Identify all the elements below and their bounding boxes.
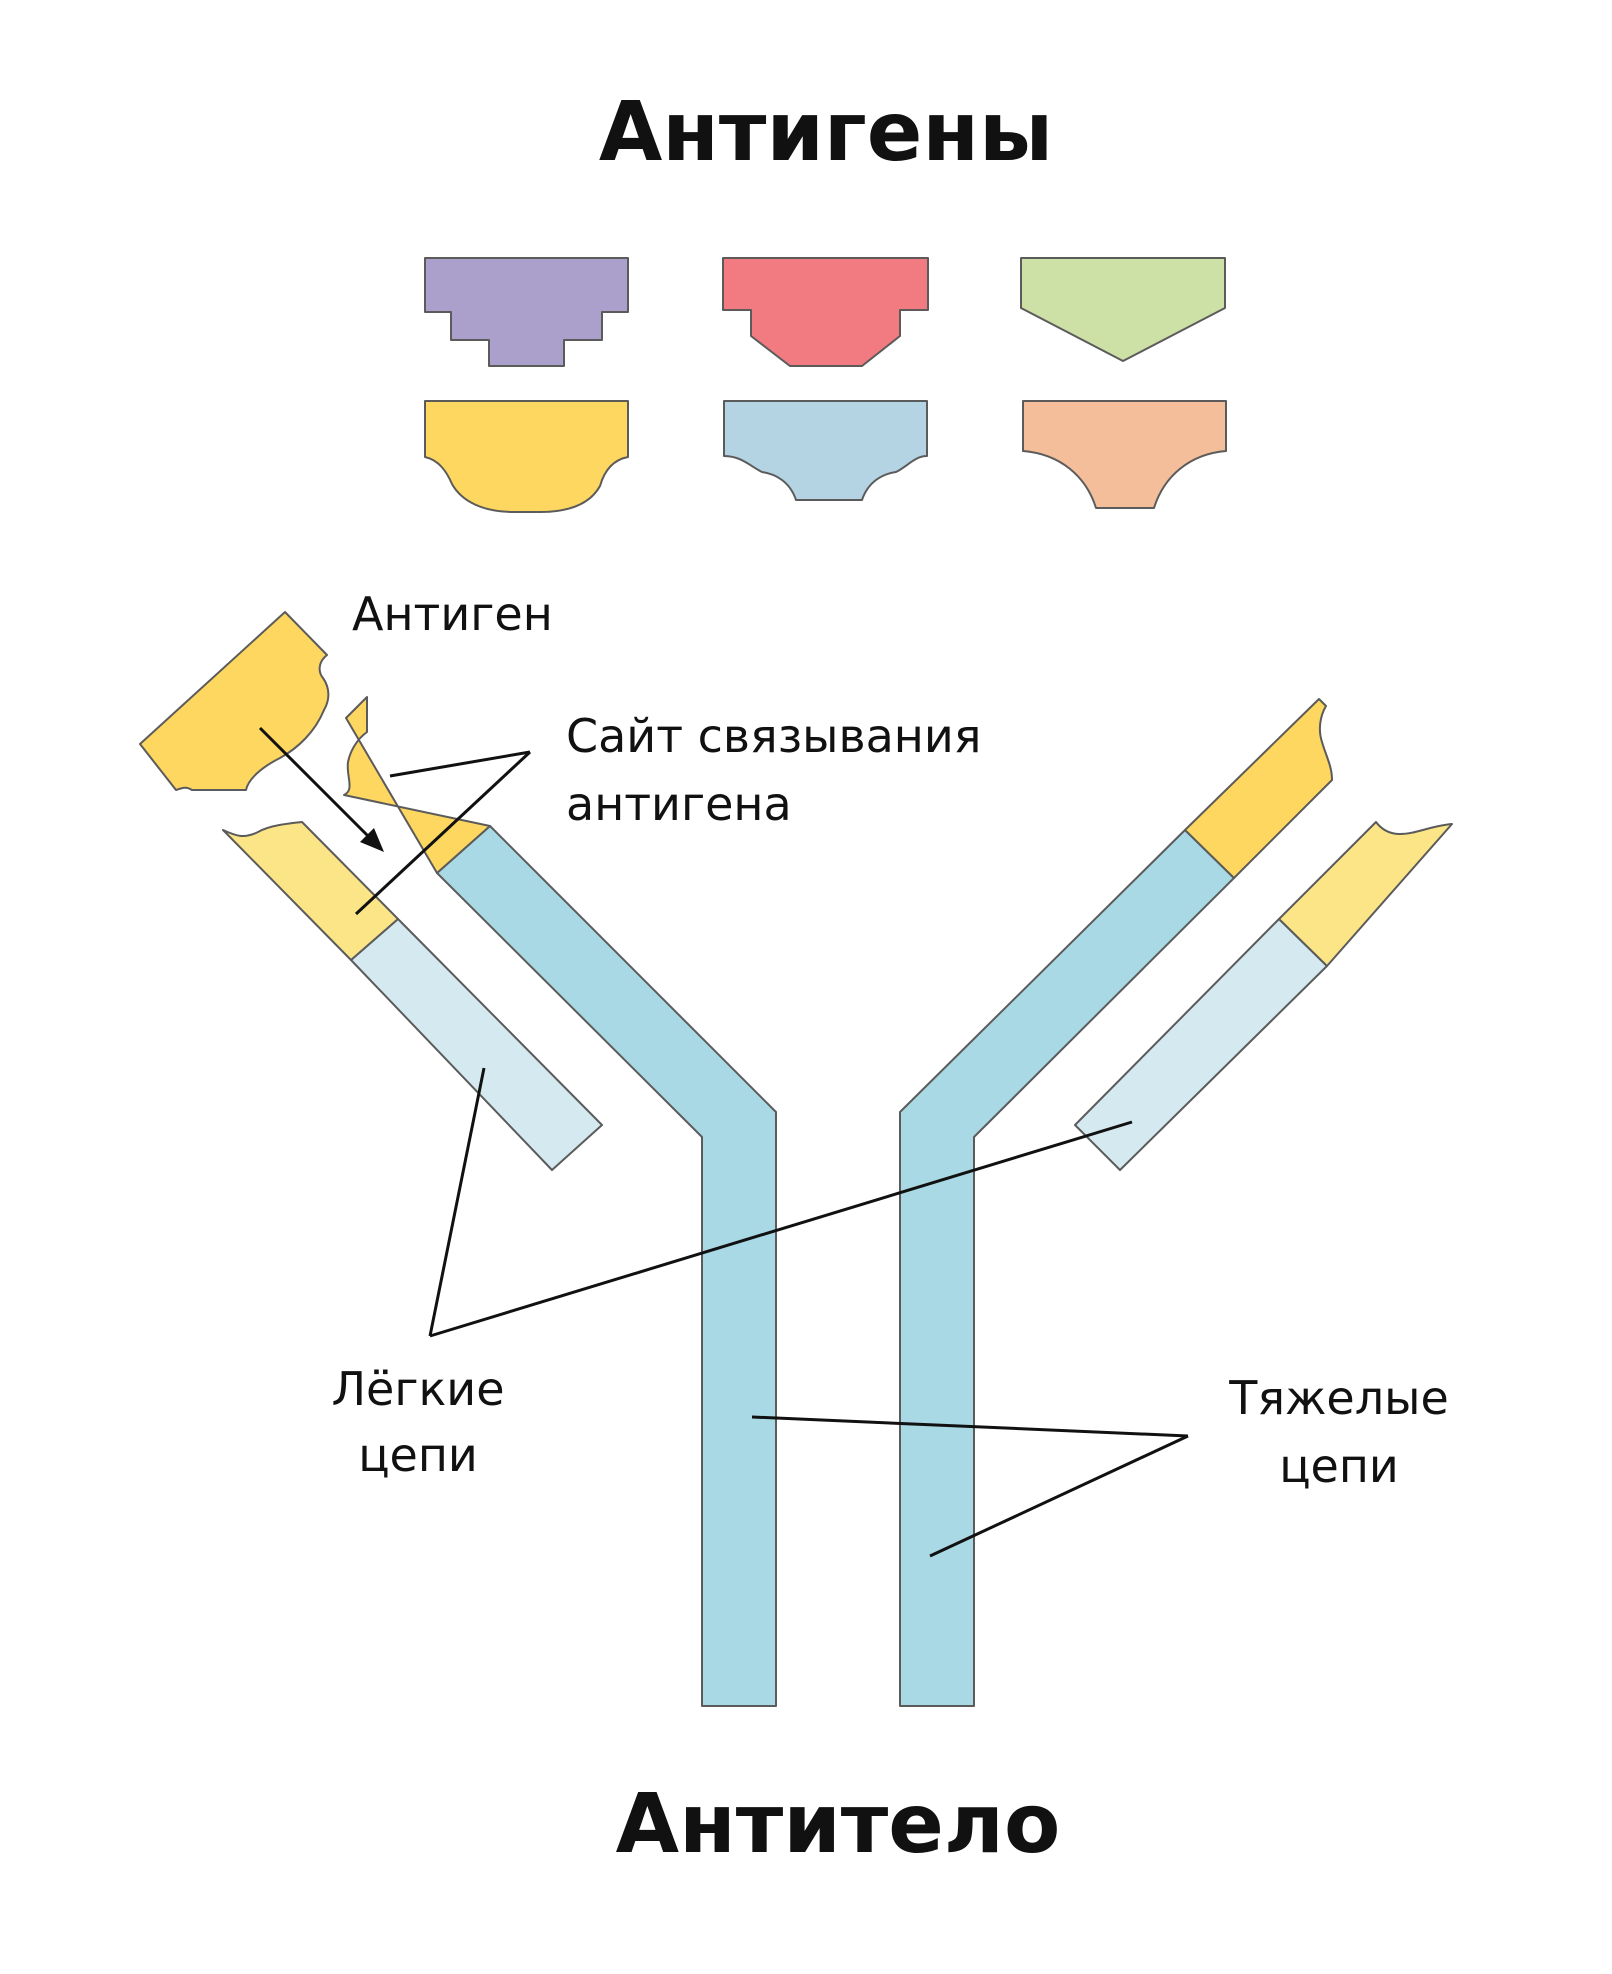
light-chains-leader-left	[428, 1067, 486, 1337]
antigen-blue	[723, 400, 928, 501]
binding-site-label-line1: Сайт связывания	[566, 709, 981, 763]
light-chains-label-line1: Лёгкие	[331, 1362, 504, 1416]
binding-arrow	[258, 726, 372, 840]
heavy-chain-left	[436, 825, 777, 1707]
antigen-green	[1020, 257, 1226, 362]
antigen-yellow	[424, 400, 629, 513]
binding-arrow-head	[360, 828, 384, 852]
heavy-chain-right-variable	[1184, 698, 1333, 879]
antigen-bound	[139, 611, 330, 791]
light-chain-left-variable	[222, 821, 399, 961]
heavy-chains-label-line2: цепи	[1279, 1439, 1399, 1493]
heavy-chains-leader-left	[751, 1415, 1189, 1438]
antigen-red	[722, 257, 929, 367]
heavy-chains-leader-right	[929, 1434, 1189, 1558]
antigen-label: Антиген	[352, 587, 553, 641]
heavy-chain-left-variable	[343, 696, 491, 874]
antigen-peach	[1022, 400, 1227, 509]
binding-site-leader-upper	[389, 750, 531, 778]
heavy-chain-right	[899, 829, 1235, 1707]
antibody-title: Антитело	[616, 1777, 1061, 1872]
heavy-chains-label-line1: Тяжелые	[1228, 1371, 1449, 1425]
binding-site-leader-lower	[354, 750, 532, 916]
antigen-purple	[424, 257, 629, 367]
light-chains-label-line2: цепи	[358, 1428, 478, 1482]
binding-site-label-line2: антигена	[566, 777, 792, 831]
light-chains-leader-right	[429, 1120, 1133, 1338]
antigens-title: Антигены	[599, 85, 1053, 180]
light-chain-right-variable	[1278, 821, 1453, 967]
